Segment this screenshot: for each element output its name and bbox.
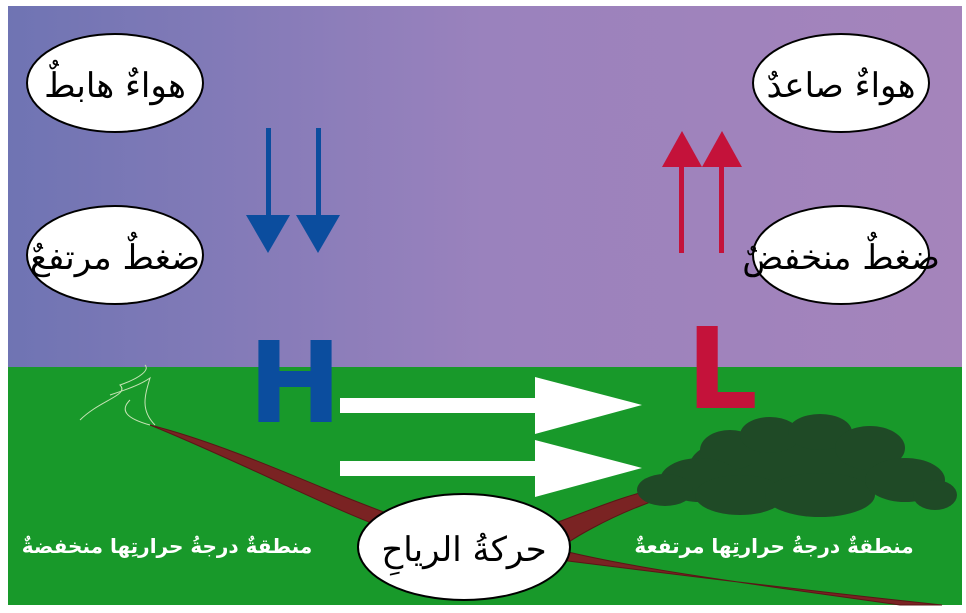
wind-arrowhead-1	[535, 377, 642, 434]
low-pressure-letter: L	[686, 305, 757, 435]
descending-air-arrows	[246, 128, 340, 253]
wind-arrowhead-2	[535, 440, 642, 497]
rising-arrow-shaft-1	[679, 165, 684, 253]
rising-air-label: هواءٌ صاعدٌ	[766, 66, 915, 106]
wind-arrow-shaft-2	[340, 461, 540, 476]
descending-arrowhead-1	[246, 215, 290, 253]
wind-arrow-shaft-1	[340, 398, 540, 413]
low-pressure-bubble: ضغطٌ منخفضٌ	[742, 205, 940, 305]
descending-air-bubble: هواءٌ هابطٌ	[26, 33, 204, 133]
descending-arrowhead-2	[296, 215, 340, 253]
high-pressure-letter: H	[248, 319, 342, 449]
wind-arrows	[340, 377, 642, 497]
wind-movement-bubble: حركةُ الرياحِ	[357, 493, 571, 601]
rising-air-arrows	[662, 131, 742, 253]
descending-air-label: هواءٌ هابطٌ	[44, 60, 186, 106]
bush	[637, 414, 957, 517]
warm-region-label: منطقةٌ درجةُ حرارتِها مرتفعةٌ	[634, 534, 913, 558]
rising-arrow-shaft-2	[719, 165, 724, 253]
rising-arrowhead-1	[662, 131, 702, 167]
rising-arrowhead-2	[702, 131, 742, 167]
rising-air-bubble: هواءٌ صاعدٌ	[752, 33, 930, 133]
high-pressure-bubble: ضغطٌ مرتفعٌ	[26, 205, 204, 305]
cold-region-label: منطقةٌ درجةُ حرارتِها منخفضةٌ	[22, 534, 312, 558]
high-pressure-label: ضغطٌ مرتفعٌ	[30, 232, 200, 278]
wind-movement-label: حركةُ الرياحِ	[381, 530, 546, 576]
low-pressure-label: ضغطٌ منخفضٌ	[742, 232, 940, 278]
descending-arrow-shaft-1	[266, 128, 271, 218]
descending-arrow-shaft-2	[316, 128, 321, 218]
river-source-scribble	[79, 364, 156, 426]
